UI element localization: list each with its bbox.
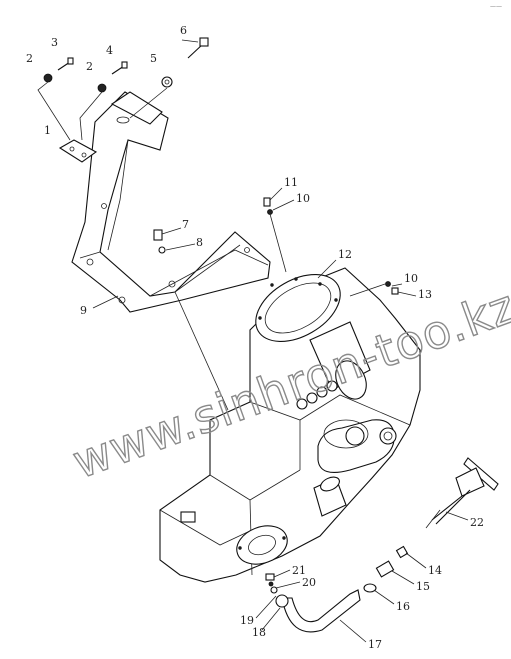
- callout-11: 11: [284, 176, 298, 189]
- lower-parts: [265, 457, 499, 633]
- callout-6: 6: [180, 24, 187, 37]
- callout-20: 20: [302, 576, 316, 589]
- callout-4: 4: [106, 44, 113, 57]
- callout-5: 5: [150, 52, 157, 65]
- small-hardware: [263, 197, 399, 297]
- callout-1: 1: [44, 124, 51, 137]
- callout-2b: 2: [86, 60, 93, 73]
- callout-17: 17: [368, 638, 382, 651]
- bracket-assembly: [37, 37, 271, 411]
- label-leaders: [92, 39, 469, 643]
- callout-21: 21: [292, 564, 306, 577]
- callout-14: 14: [428, 564, 442, 577]
- callout-15: 15: [416, 580, 430, 593]
- callout-13: 13: [418, 288, 432, 301]
- callout-2a: 2: [26, 52, 33, 65]
- callout-3: 3: [51, 36, 58, 49]
- callout-12: 12: [338, 248, 352, 261]
- callout-22: 22: [470, 516, 484, 529]
- callout-8: 8: [196, 236, 203, 249]
- gearbox-housing: [159, 267, 421, 583]
- callout-10a: 10: [296, 192, 310, 205]
- callout-7: 7: [182, 218, 189, 231]
- callout-10b: 10: [404, 272, 418, 285]
- callout-9: 9: [80, 304, 87, 317]
- callout-16: 16: [396, 600, 410, 613]
- corner-mark: ——: [490, 3, 502, 10]
- callout-19: 19: [240, 614, 254, 627]
